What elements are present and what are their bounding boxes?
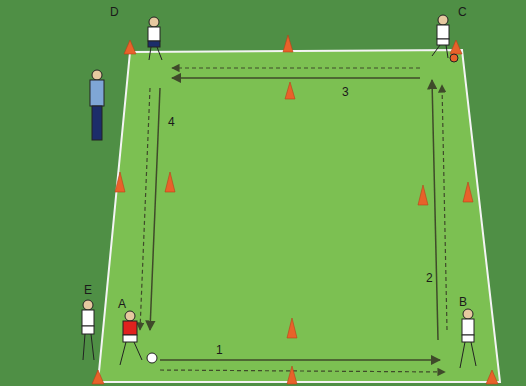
callout-number: 3 — [342, 86, 349, 98]
callout-number: 1 — [216, 344, 223, 356]
player-letter: E — [84, 284, 92, 296]
player-letter: C — [458, 6, 467, 18]
player-letter: D — [110, 6, 119, 18]
player-letter: B — [459, 296, 467, 308]
callout-number: 4 — [168, 116, 175, 128]
callout-number: 2 — [426, 272, 433, 284]
player-letter: A — [118, 298, 126, 310]
